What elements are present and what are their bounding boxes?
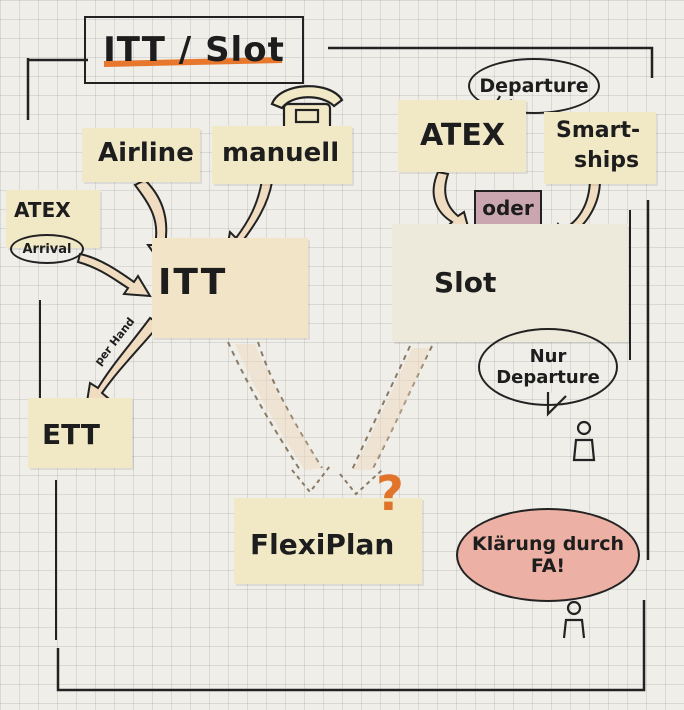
- slot-label: Slot: [434, 266, 497, 299]
- sticky-airline: [82, 128, 200, 182]
- airline-label: Airline: [98, 138, 194, 168]
- sticky-flexiplan: [234, 498, 422, 584]
- sticky-ett: [28, 398, 132, 468]
- smartships-line2: ships: [574, 148, 640, 173]
- frame-bottom: [56, 600, 646, 692]
- title-box: ITT / Slot: [84, 16, 304, 84]
- nur-departure-line2: Departure: [496, 367, 600, 388]
- klaerung-bubble: Klärung durch FA!: [456, 508, 640, 602]
- atex-label: ATEX: [420, 118, 505, 153]
- sticky-atex: [398, 100, 526, 172]
- sticky-smartships: [544, 112, 656, 184]
- atex-arrival-bottom-label: Arrival: [22, 241, 72, 257]
- telephone-icon: [270, 85, 344, 132]
- dashed-arrow-head-right: [339, 469, 383, 496]
- nur-departure-bubble: Nur Departure: [478, 328, 618, 406]
- atex-arrival-top-label: ATEX: [14, 198, 71, 222]
- departure-bubble: Departure: [468, 58, 600, 114]
- dashed-arrow-head-left: [291, 465, 331, 494]
- manuell-label: manuell: [222, 138, 340, 168]
- klaerung-line1: Klärung durch: [472, 533, 624, 555]
- itt-label: ITT: [158, 262, 228, 303]
- flexiplan-label: FlexiPlan: [250, 528, 395, 561]
- dashed-arrow-slot-flexiplan-fill: [354, 348, 430, 470]
- smartships-line1: Smart-: [556, 118, 641, 143]
- nur-departure-line1: Nur: [529, 346, 567, 367]
- sticky-slot: [392, 224, 628, 342]
- sticky-itt: [152, 238, 308, 338]
- ett-label: ETT: [42, 418, 100, 451]
- departure-label: Departure: [479, 75, 589, 97]
- title-text: ITT / Slot: [103, 30, 285, 70]
- dashed-arrow-itt-flexiplan-fill: [235, 344, 322, 470]
- dashed-arrow-slot-flexiplan: [351, 345, 433, 471]
- oder-box: oder: [474, 190, 542, 226]
- oder-label: oder: [482, 196, 534, 220]
- arrival-oval: Arrival: [10, 234, 84, 264]
- person-icon: [562, 600, 586, 639]
- arrow-arrival-itt: [76, 252, 152, 298]
- person-icon: [572, 420, 596, 462]
- dashed-arrow-itt-flexiplan: [227, 341, 323, 471]
- title-underline: [103, 57, 283, 67]
- frame-top-right: [328, 46, 654, 78]
- question-mark: ?: [376, 466, 404, 522]
- klaerung-line2: FA!: [530, 555, 566, 577]
- arrow-atex-slot: [432, 170, 472, 236]
- sticky-manuell: [212, 126, 352, 184]
